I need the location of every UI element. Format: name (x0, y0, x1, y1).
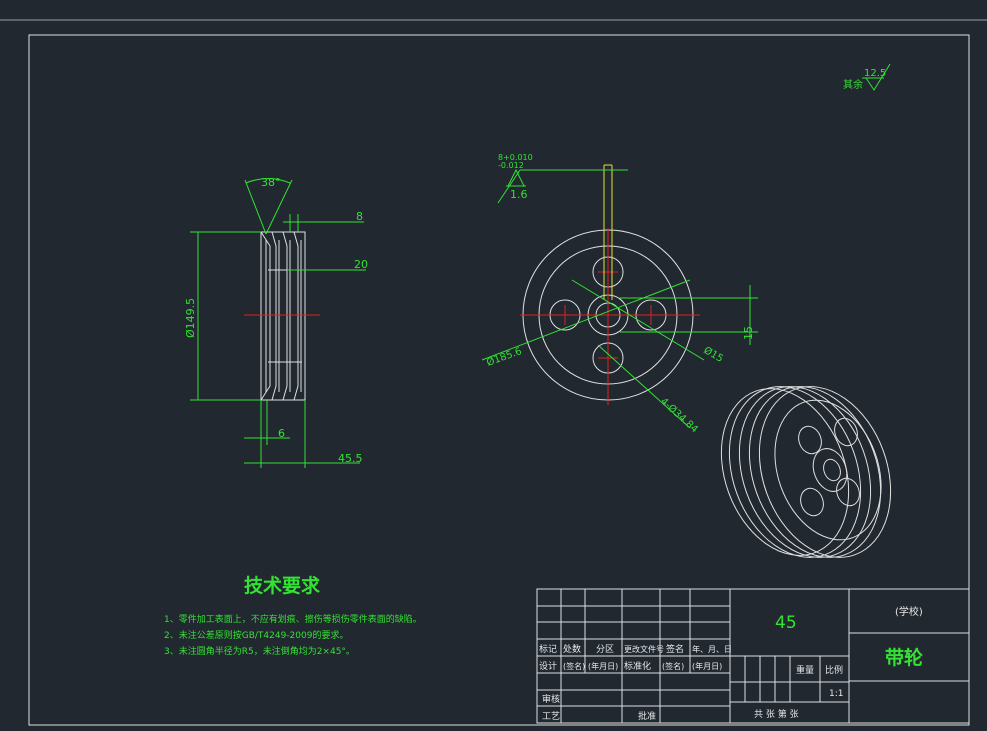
standardization-sign: (签名) (662, 661, 684, 671)
header-date: 年、月、日 (692, 644, 732, 654)
header-mark: 标记 (539, 643, 557, 655)
tech-requirements-title: 技术要求 (244, 574, 321, 597)
surface-finish-value: 12.5 (864, 68, 886, 79)
standardization-date: (年月日) (692, 661, 722, 671)
dim-groove-20: 20 (354, 258, 368, 271)
title-block: 45 (学校) 带轮 标记 处数 分区 更改文件号 签名 年、月、日 设计 (签… (536, 588, 970, 724)
header-change-doc: 更改文件号 (624, 644, 664, 654)
part-name: 带轮 (885, 646, 923, 669)
tech-requirement-3: 3、未注圆角半径为R5，未注倒角均为2×45°。 (164, 645, 355, 657)
tolerance-upper: 8+0.010 (498, 153, 533, 162)
dim-hub-diameter: Ø15 (702, 344, 726, 365)
tech-requirement-1: 1、零件加工表面上，不应有划痕、擦伤等损伤零件表面的缺陷。 (164, 613, 422, 625)
front-view: 38° 8 20 Ø149.5 6 45.5 (184, 176, 368, 468)
design-date: (年月日) (588, 661, 618, 671)
header-zone: 分区 (596, 644, 614, 655)
dim-outer-diameter: Ø185.6 (485, 345, 523, 369)
weight-label: 重量 (796, 664, 814, 676)
dim-right-15: 15 (742, 326, 755, 340)
dim-bottom-45-5: 45.5 (338, 452, 363, 465)
review-label: 审核 (542, 693, 560, 705)
surface-finish-label: 其余 (843, 78, 863, 91)
tech-requirements: 技术要求 1、零件加工表面上，不应有划痕、擦伤等损伤零件表面的缺陷。 2、未注公… (164, 574, 422, 657)
roughness-value: 1.6 (510, 188, 528, 201)
scale-label: 比例 (825, 664, 843, 676)
approve-label: 批准 (638, 710, 656, 722)
design-sign: (签名) (563, 661, 585, 671)
school-label: (学校) (895, 605, 923, 618)
header-sign: 签名 (666, 643, 684, 655)
dim-holes: 4-Ø34.84 (658, 395, 701, 435)
process-label: 工艺 (542, 711, 560, 722)
side-view: 8+0.010 -0.012 1.6 15 Ø185.6 Ø15 4-Ø34.8… (481, 153, 758, 435)
surface-finish-symbol: 其余 12.5 (843, 63, 891, 91)
scale-value: 1:1 (829, 689, 843, 699)
angle-dimension: 38° (261, 176, 281, 189)
dim-bottom-6: 6 (278, 427, 285, 440)
design-label: 设计 (539, 660, 557, 672)
dim-top-8: 8 (356, 210, 363, 223)
sheet-info: 共 张 第 张 (754, 708, 799, 720)
drawing-frame (28, 34, 970, 726)
dim-diameter: Ø149.5 (184, 298, 197, 338)
material-label: 45 (775, 613, 797, 633)
tech-requirement-2: 2、未注公差原则按GB/T4249-2009的要求。 (164, 629, 348, 641)
isometric-view (720, 386, 892, 558)
standardization-label: 标准化 (624, 660, 651, 672)
header-count: 处数 (563, 643, 581, 655)
tolerance-lower: -0.012 (498, 161, 524, 170)
